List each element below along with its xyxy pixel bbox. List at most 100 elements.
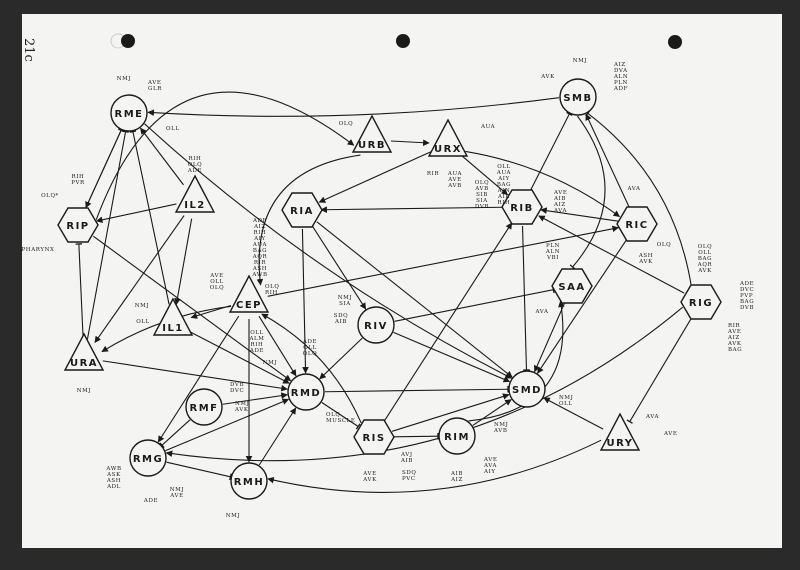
triangle-shape bbox=[599, 412, 641, 451]
annotation-line: PLN bbox=[546, 243, 560, 249]
annotation-line: AIZ bbox=[253, 224, 266, 230]
annotation-line: AVK bbox=[697, 268, 712, 274]
annotation-line: ADE bbox=[302, 339, 317, 345]
neuron-label: RIA bbox=[290, 206, 314, 217]
annotation-line: AUA bbox=[447, 171, 463, 177]
annotation-line: AIZ bbox=[450, 477, 463, 483]
circle-shape bbox=[129, 439, 167, 477]
annotation-line: BAG bbox=[698, 256, 712, 262]
annotation-line: ADE bbox=[187, 168, 202, 174]
connection-annotation: AVA bbox=[626, 186, 640, 192]
synapse-edge bbox=[316, 221, 513, 378]
annotation-line: AUA bbox=[252, 242, 268, 248]
neuron-label: URX bbox=[434, 144, 462, 155]
synapse-edge bbox=[540, 207, 619, 222]
connection-annotation: NMJ bbox=[117, 76, 131, 82]
synapse-edge bbox=[93, 235, 292, 382]
connection-annotation: OLQ bbox=[657, 242, 671, 248]
synapse-edge bbox=[390, 139, 430, 146]
annotation-line: AVE bbox=[447, 177, 462, 183]
synapse-edge bbox=[585, 110, 692, 286]
annotation-line: RIR bbox=[728, 323, 741, 329]
hexagon-shape bbox=[501, 189, 543, 225]
annotation-line: RIH bbox=[254, 230, 267, 236]
annotation-line: AVA bbox=[626, 186, 640, 192]
neuron-node-il2: IL2 bbox=[174, 174, 216, 213]
synapse-edge bbox=[392, 432, 439, 440]
synapse-edge bbox=[393, 331, 511, 383]
annotation-line: OLL bbox=[250, 330, 264, 336]
annotation-line: ALN bbox=[545, 249, 560, 255]
triangle-shape bbox=[427, 118, 469, 157]
annotation-line: AUA bbox=[480, 124, 496, 130]
synapse-edge bbox=[95, 203, 177, 224]
annotation-line: PVP bbox=[740, 293, 753, 299]
neuron-label: RMG bbox=[133, 454, 163, 465]
neuron-node-rmf: RMF bbox=[185, 388, 223, 426]
annotation-line: OLQ* bbox=[41, 193, 59, 199]
neuron-node-ria: RIA bbox=[281, 192, 323, 228]
synapse-edge bbox=[267, 439, 602, 493]
synapse-edge bbox=[301, 228, 309, 374]
synapse-edge bbox=[222, 392, 288, 405]
neuron-label: RMD bbox=[291, 388, 321, 399]
connection-annotation: NMJ bbox=[135, 303, 149, 309]
synapse-edge bbox=[472, 399, 512, 426]
triangle-shape bbox=[152, 297, 194, 336]
synapse-edge bbox=[85, 128, 125, 208]
synapse-edge bbox=[543, 397, 604, 430]
neuron-node-rmd: RMD bbox=[287, 373, 325, 411]
synapse-edge bbox=[537, 239, 627, 374]
neuron-label: RIV bbox=[364, 321, 388, 332]
annotation-line: NMJ bbox=[117, 76, 131, 82]
annotation-line: SDQ bbox=[334, 313, 349, 319]
neuron-label: RMF bbox=[190, 403, 219, 414]
circle-shape bbox=[438, 417, 476, 455]
neuron-node-ury: URY bbox=[599, 412, 641, 451]
synapse-edge bbox=[462, 155, 509, 196]
annotation-line: AIZ bbox=[727, 335, 740, 341]
synapse-edge bbox=[129, 130, 170, 305]
synapse-edge bbox=[530, 111, 573, 191]
annotation-line: OLL bbox=[136, 319, 150, 325]
synapse-edge bbox=[383, 222, 513, 422]
annotation-line: OLL bbox=[303, 345, 317, 351]
connection-annotation: OLL bbox=[166, 126, 179, 132]
connection-annotation: OLQ bbox=[339, 121, 353, 127]
annotation-line: AIB bbox=[400, 458, 413, 464]
neuron-node-urb: URB bbox=[351, 114, 393, 153]
connection-annotation: AVA bbox=[534, 309, 548, 315]
annotation-line: AIZ bbox=[613, 62, 626, 68]
synapse-edge bbox=[174, 218, 193, 305]
connection-annotation: ADE bbox=[143, 498, 158, 504]
connection-annotation: NMJ bbox=[573, 58, 587, 64]
annotation-line: RIH bbox=[265, 290, 278, 296]
annotation-line: DVB bbox=[230, 382, 244, 388]
circle-shape bbox=[110, 94, 148, 132]
neuron-label: RIG bbox=[689, 298, 713, 309]
synapse-edge bbox=[324, 385, 509, 393]
neuron-label: SMB bbox=[563, 93, 592, 104]
triangle-shape bbox=[174, 174, 216, 213]
synapse-edge bbox=[189, 331, 290, 384]
neuron-node-rig: RIG bbox=[680, 284, 722, 320]
annotation-line: NMJ bbox=[135, 303, 149, 309]
annotation-line: GLR bbox=[148, 86, 162, 92]
neuron-node-rme: RME bbox=[110, 94, 148, 132]
neuron-label: RIP bbox=[66, 221, 89, 232]
annotation-line: AWB bbox=[251, 272, 267, 278]
synapse-edge bbox=[157, 315, 240, 443]
annotation-line: DVB bbox=[475, 204, 489, 210]
neuron-node-rim: RIM bbox=[438, 417, 476, 455]
annotation-line: DVB bbox=[740, 305, 754, 311]
